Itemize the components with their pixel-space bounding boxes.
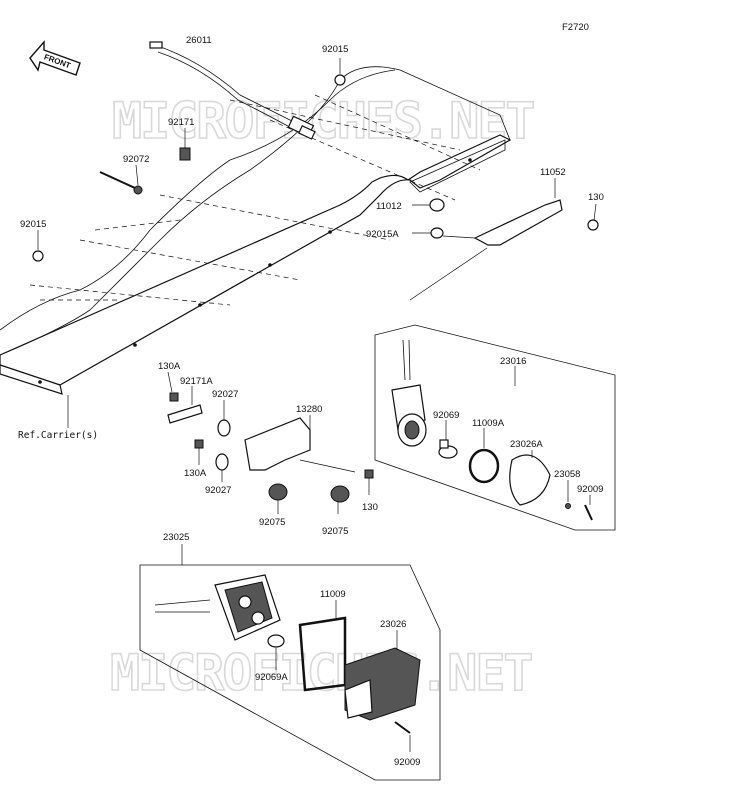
callout-130-top: 130 xyxy=(588,192,604,203)
washer-23058 xyxy=(565,480,571,509)
screw-92009-right xyxy=(584,495,593,521)
callout-11009: 11009 xyxy=(320,589,346,600)
callout-92171: 92171 xyxy=(168,117,194,128)
callout-92171A: 92171A xyxy=(180,376,213,387)
callout-130A-lower: 130A xyxy=(184,468,207,479)
callout-92075-right: 92075 xyxy=(322,526,348,537)
bracket-13280 xyxy=(244,415,356,473)
callout-23026A: 23026A xyxy=(510,439,543,450)
wire-harness-26011 xyxy=(149,41,316,140)
bracket-11052 xyxy=(409,178,563,301)
bolt-130A-upper xyxy=(167,371,179,402)
bulb-92069A xyxy=(267,634,285,670)
callout-23025: 23025 xyxy=(163,532,189,543)
lamp-23016 xyxy=(391,339,427,447)
callout-92072: 92072 xyxy=(123,154,149,165)
callout-23058: 23058 xyxy=(554,469,580,480)
tail-lamp-housing-23025 xyxy=(154,574,281,641)
front-arrow-icon: FRONT xyxy=(29,40,81,76)
callout-92009-right: 92009 xyxy=(577,484,603,495)
callout-92069: 92069 xyxy=(433,410,459,421)
callout-92075-left: 92075 xyxy=(259,517,285,528)
callout-23016: 23016 xyxy=(500,356,526,367)
collar-92027-lower xyxy=(215,453,229,482)
callout-11052: 11052 xyxy=(540,167,566,178)
grommet-92075-left xyxy=(268,483,288,514)
bulb-92069 xyxy=(438,420,458,459)
callout-92015-left: 92015 xyxy=(20,219,46,230)
plate-92171A xyxy=(167,386,203,424)
callout-92027-lower: 92027 xyxy=(205,485,231,496)
callout-11012: 11012 xyxy=(376,201,402,212)
callout-92069A: 92069A xyxy=(255,672,288,683)
nut-92015-left xyxy=(32,230,44,262)
nut-11012 xyxy=(412,198,445,212)
tail-lens-23026 xyxy=(344,630,421,721)
bolt-130-top xyxy=(587,203,599,231)
nut-92015A xyxy=(412,227,444,239)
collar-92027-upper xyxy=(217,400,231,437)
grommet-92075-right xyxy=(330,485,350,514)
nut-92015-top xyxy=(334,58,346,86)
bolt-130A-lower xyxy=(194,439,204,465)
watermark-bottom: MICROFICHES.NET xyxy=(110,644,532,702)
lens-23026A xyxy=(509,450,551,506)
gasket-11009A xyxy=(468,428,500,484)
watermark-top: MICROFICHES.NET xyxy=(112,92,534,150)
callout-23026: 23026 xyxy=(380,619,406,630)
assembly-box-23025 xyxy=(139,564,441,781)
callout-92015-top: 92015 xyxy=(322,44,348,55)
tie-92072 xyxy=(99,164,143,195)
reference-label: Ref.Carrier(s) xyxy=(18,430,98,441)
callout-130A-upper: 130A xyxy=(158,361,181,372)
callout-92009-bottom: 92009 xyxy=(394,757,420,768)
callout-92027-upper: 92027 xyxy=(212,389,238,400)
assembly-box-23016 xyxy=(374,324,616,531)
screw-92009-bottom xyxy=(394,721,411,752)
clip-92171 xyxy=(179,128,191,161)
carrier-frame xyxy=(0,66,512,395)
callout-130-lower: 130 xyxy=(362,502,378,513)
callout-92015A: 92015A xyxy=(366,229,399,240)
callout-13280: 13280 xyxy=(296,404,322,415)
figure-code: F2720 xyxy=(562,22,589,33)
bolt-130-lower xyxy=(364,469,374,495)
callout-26011: 26011 xyxy=(186,35,212,46)
callout-11009A: 11009A xyxy=(472,418,505,429)
